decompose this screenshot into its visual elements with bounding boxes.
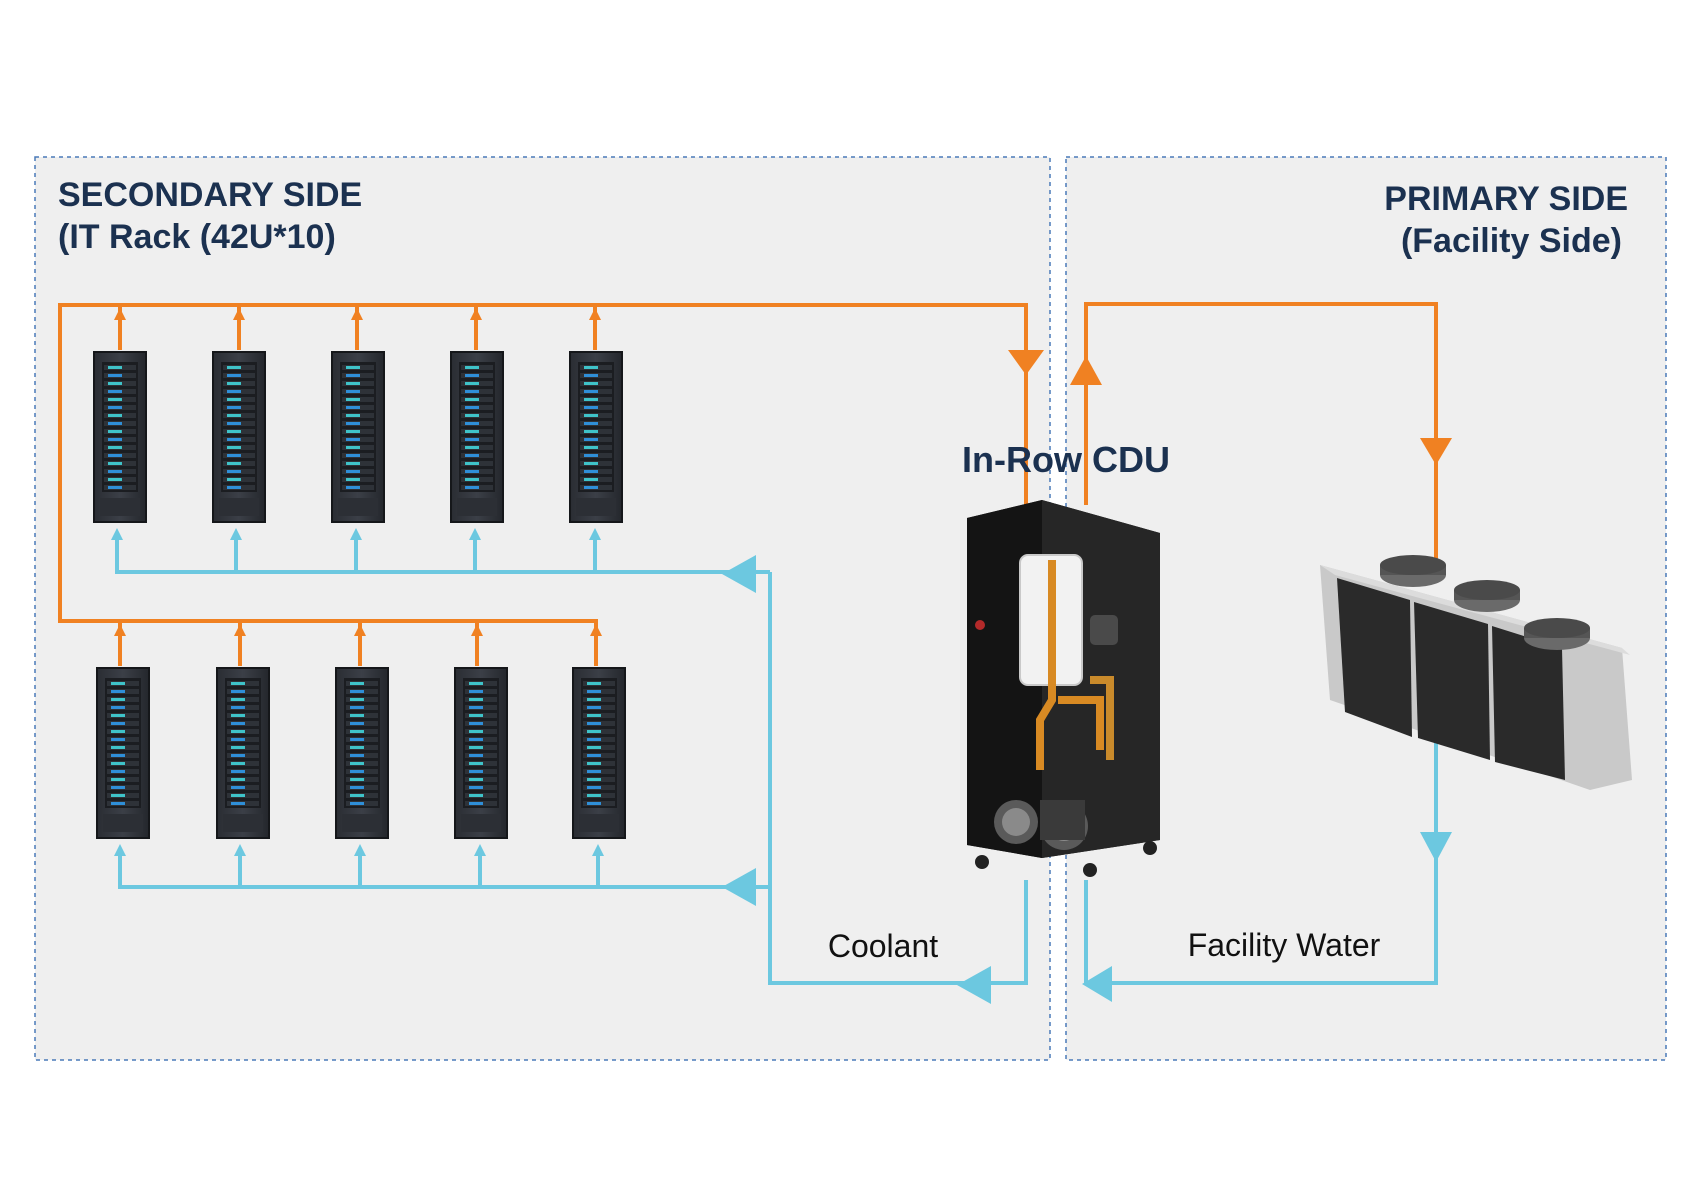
server-rack-icon xyxy=(212,351,266,523)
cdu-cabinet-icon xyxy=(967,500,1160,877)
coolant-supply-lines xyxy=(115,532,1028,985)
server-rack-icon xyxy=(216,667,270,839)
server-rack-icon xyxy=(93,351,147,523)
secondary-side-panel xyxy=(34,156,1051,1061)
facility-hot-line xyxy=(1084,302,1438,560)
facility-water-label: Facility Water xyxy=(1188,927,1381,963)
server-rack-icon xyxy=(454,667,508,839)
rack-row-top xyxy=(93,351,623,523)
server-rack-icon xyxy=(569,351,623,523)
dry-cooler-icon xyxy=(1320,555,1632,790)
hot-return-arrows xyxy=(114,308,1044,636)
facility-hot-arrows xyxy=(1070,356,1452,465)
coolant-label: Coolant xyxy=(828,928,938,964)
secondary-side-subtitle: (IT Rack (42U*10) xyxy=(58,218,336,256)
cdu-label: In-Row CDU xyxy=(962,439,1170,480)
rack-row-bottom xyxy=(96,667,626,839)
facility-water-arrows xyxy=(1082,832,1452,1002)
coolant-arrows xyxy=(111,528,991,1004)
secondary-side-title: SECONDARY SIDE xyxy=(58,176,362,214)
server-rack-icon xyxy=(331,351,385,523)
primary-side-subtitle: (Facility Side) xyxy=(1401,222,1622,260)
primary-side-title: PRIMARY SIDE xyxy=(1384,180,1628,218)
server-rack-icon xyxy=(335,667,389,839)
server-rack-icon xyxy=(96,667,150,839)
server-rack-icon xyxy=(450,351,504,523)
server-rack-icon xyxy=(572,667,626,839)
